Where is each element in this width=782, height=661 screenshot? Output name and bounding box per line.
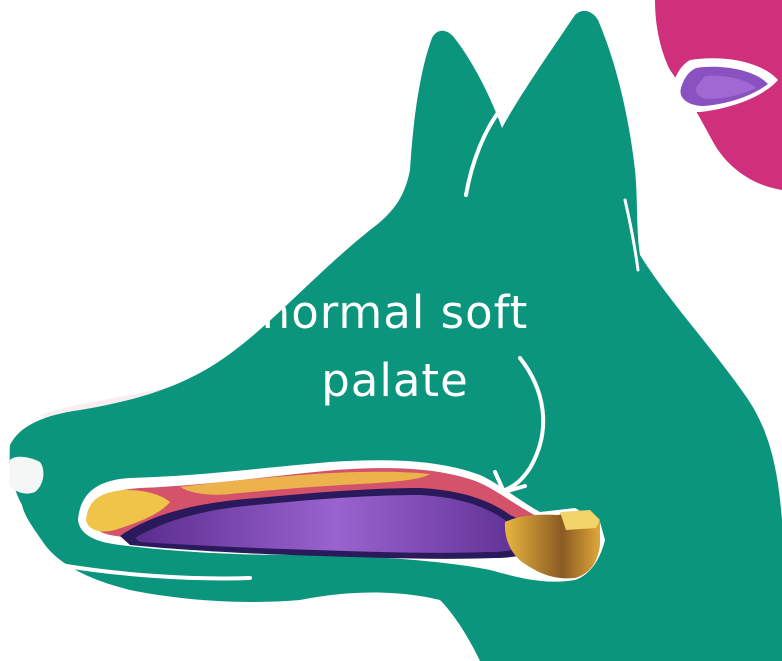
annotation-line-2: palate (200, 358, 590, 403)
nose (9, 457, 43, 494)
magenta-decoration (655, 0, 782, 190)
annotation-line-1: normal soft (200, 290, 590, 335)
